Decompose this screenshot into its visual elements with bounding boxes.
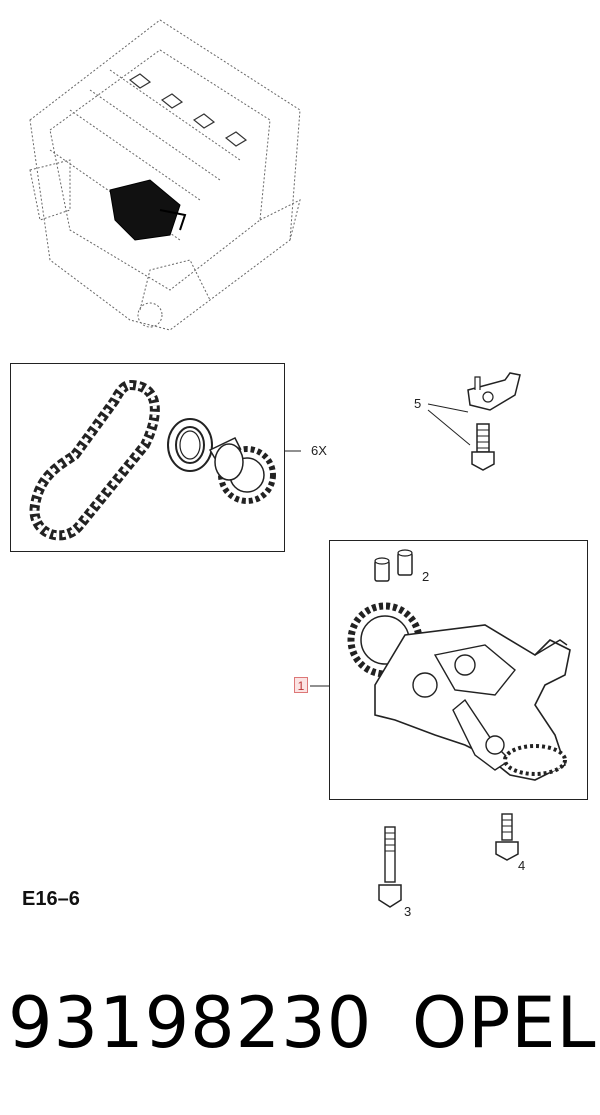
callout-part-2: 2 <box>422 569 430 584</box>
group-code: E16–6 <box>22 888 80 910</box>
callout-part-4: 4 <box>518 858 526 873</box>
oil-pipe-bracket-icon <box>467 372 521 411</box>
footer-part-number: 93198230 <box>8 982 373 1064</box>
callout-line-kit <box>285 450 301 452</box>
seal-ring-icon <box>167 418 213 472</box>
long-bolt-icon <box>378 826 402 908</box>
footer-brand: OPEL <box>412 982 597 1064</box>
callout-part-5: 5 <box>414 396 422 411</box>
bracket-bolt-icon <box>471 423 495 471</box>
timing-chain-icon <box>29 379 160 541</box>
dowel-sleeves-icon <box>374 549 413 582</box>
callout-kit-qty: 6X <box>311 443 327 458</box>
callout-line-5 <box>427 403 471 446</box>
callout-part-1: 1 <box>294 677 308 693</box>
callout-line-1 <box>310 685 330 687</box>
chain-kit-box <box>10 363 285 552</box>
engine-illustration <box>29 19 301 331</box>
short-bolt-icon <box>495 813 519 861</box>
sprocket-icon <box>208 437 276 504</box>
callout-part-3: 3 <box>404 904 412 919</box>
oil-pump-box <box>329 540 588 800</box>
oil-pump-icon <box>347 602 571 781</box>
